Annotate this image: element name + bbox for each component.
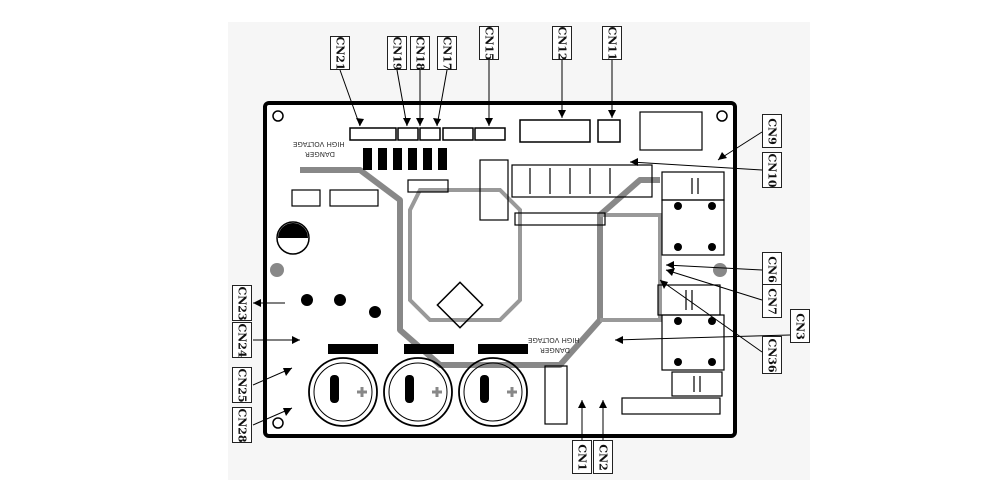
label-cn1: CN1	[572, 440, 592, 474]
mounting-hole	[272, 110, 284, 122]
connector-cn17	[442, 127, 474, 141]
label-cn12: CN12	[552, 26, 572, 60]
label-cn19: CN19	[387, 36, 407, 70]
buzzer-fill	[278, 223, 308, 238]
connector-cn19	[397, 127, 419, 141]
label-cn25: CN25	[232, 367, 252, 403]
bridge-bar	[404, 344, 454, 354]
transistor	[369, 306, 381, 318]
electrolytic-capacitors	[308, 357, 528, 427]
bridge-bar	[478, 344, 528, 354]
label-cn11: CN11	[602, 26, 622, 60]
bridge-bar	[328, 344, 378, 354]
fuse-holder	[544, 365, 568, 425]
label-cn23: CN23	[232, 285, 252, 321]
label-cn9: CN9	[762, 114, 782, 148]
label-cn36: CN36	[762, 336, 782, 374]
terminal-block	[329, 189, 379, 207]
connector-cn15	[474, 127, 506, 141]
label-cn24: CN24	[232, 322, 252, 358]
mounting-hole	[716, 110, 728, 122]
transistor	[301, 294, 313, 306]
label-cn18: CN18	[410, 36, 430, 70]
ic-row	[514, 212, 606, 226]
mounting-hole	[272, 417, 284, 429]
relay-array	[511, 164, 653, 198]
ic-row	[407, 179, 449, 193]
transistor	[334, 294, 346, 306]
ferrite-ring	[270, 263, 284, 277]
connector-cn21	[349, 127, 397, 141]
connector-cn11	[597, 119, 621, 143]
board-marking: HIGH VOLTAGE	[528, 336, 580, 344]
label-cn17: CN17	[437, 36, 457, 70]
right-components	[621, 171, 725, 415]
leader-arrowheads	[253, 110, 727, 416]
buzzer	[276, 221, 310, 255]
relay-block	[639, 111, 703, 151]
module-box	[479, 159, 509, 221]
ground-trace	[408, 188, 522, 322]
label-cn15: CN15	[479, 26, 499, 60]
connector-cn18	[419, 127, 441, 141]
transformer-pins	[674, 202, 716, 366]
label-cn21: CN21	[330, 36, 350, 70]
board-marking: DANGER	[540, 346, 571, 354]
board-marking: DANGER	[305, 150, 336, 158]
mcu-chip	[436, 281, 484, 329]
label-cn2: CN2	[593, 440, 613, 474]
connector-cn12	[519, 119, 591, 143]
ground-trace	[600, 213, 662, 322]
label-cn7: CN7	[762, 284, 782, 318]
terminal-block	[291, 189, 321, 207]
label-cn6: CN6	[762, 252, 782, 286]
label-cn10: CN10	[762, 152, 782, 188]
board-marking: HIGH VOLTAGE	[293, 140, 345, 148]
driver-chips	[363, 148, 447, 170]
leader-lines	[252, 60, 791, 440]
ferrite-ring	[713, 263, 727, 277]
label-cn3: CN3	[790, 309, 810, 343]
label-cn28: CN28	[232, 407, 252, 443]
